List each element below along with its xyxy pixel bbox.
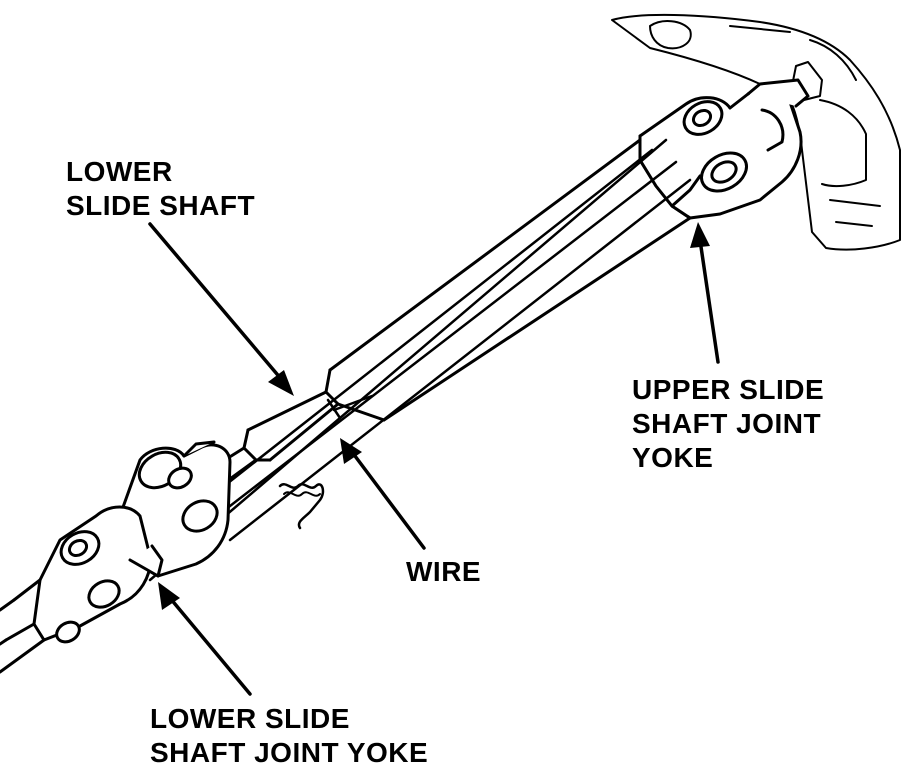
lower-slide-shaft: [194, 138, 692, 494]
leader-arrows: [148, 222, 720, 696]
label-upper-slide-shaft-joint-yoke: UPPER SLIDE SHAFT JOINT YOKE: [632, 373, 824, 475]
lower-shaft-ends: [0, 598, 46, 674]
leader-wire: [350, 450, 426, 550]
leader-upper-yoke: [698, 238, 720, 364]
label-lower-slide-shaft-joint-yoke: LOWER SLIDE SHAFT JOINT YOKE: [150, 702, 428, 770]
label-upper-yoke-line2: SHAFT JOINT: [632, 408, 822, 439]
arrowhead-lower-yoke: [158, 582, 180, 610]
label-wire-line1: WIRE: [406, 556, 482, 587]
leader-lower-slide-shaft: [148, 222, 284, 382]
leader-lower-yoke: [168, 596, 252, 696]
arrowhead-lower-slide-shaft: [268, 370, 294, 396]
label-lower-slide-shaft-line2: SLIDE SHAFT: [66, 190, 256, 221]
lower-slide-shaft-joint-yoke: [4, 440, 232, 644]
label-lower-yoke-line1: LOWER SLIDE: [150, 703, 350, 734]
label-lower-slide-shaft-line1: LOWER: [66, 156, 173, 187]
upper-slide-shaft-joint-yoke: [638, 78, 810, 220]
label-wire: WIRE: [406, 555, 481, 589]
label-lower-yoke-line2: SHAFT JOINT YOKE: [150, 737, 429, 768]
label-lower-slide-shaft: LOWER SLIDE SHAFT: [66, 155, 255, 223]
label-upper-yoke-line3: YOKE: [632, 442, 714, 473]
arrowhead-upper-yoke: [690, 222, 710, 248]
arrowhead-wire: [340, 438, 362, 464]
label-upper-yoke-line1: UPPER SLIDE: [632, 374, 825, 405]
